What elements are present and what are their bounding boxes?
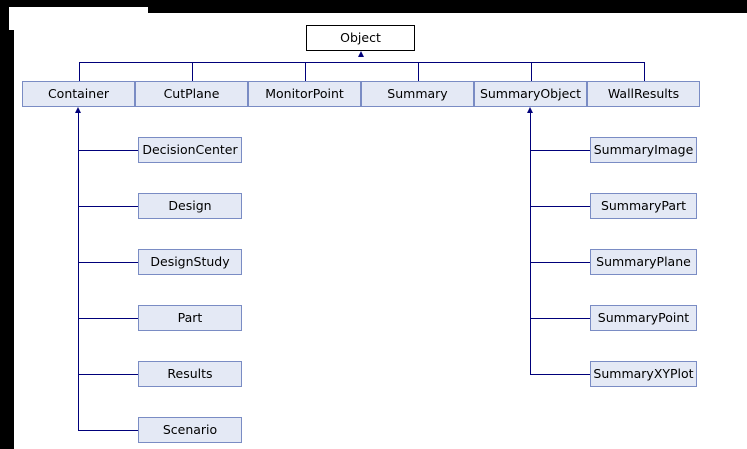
- edge-branch-decisioncenter: [78, 150, 138, 151]
- edge-object-bus: [79, 62, 644, 63]
- edge-drop-summary: [418, 62, 419, 81]
- edge-drop-summaryobject: [531, 62, 532, 81]
- class-node-summary[interactable]: Summary: [361, 81, 474, 107]
- edge-branch-summarypart: [530, 206, 590, 207]
- edge-drop-cutplane: [192, 62, 193, 81]
- class-node-results[interactable]: Results: [138, 361, 242, 387]
- edge-branch-part: [78, 318, 138, 319]
- class-node-decisioncenter[interactable]: DecisionCenter: [138, 137, 242, 163]
- edge-branch-summarypoint: [530, 318, 590, 319]
- edge-branch-summaryxyplot: [530, 374, 590, 375]
- class-node-designstudy[interactable]: DesignStudy: [138, 249, 242, 275]
- edge-branch-scenario: [78, 430, 138, 431]
- crop-edge-left-upper: [0, 0, 9, 38]
- class-node-scenario[interactable]: Scenario: [138, 417, 242, 443]
- class-node-summaryplane[interactable]: SummaryPlane: [590, 249, 697, 275]
- crop-edge-top-right: [148, 0, 747, 13]
- edge-spine-summaryobject: [530, 112, 531, 375]
- class-node-summaryobject[interactable]: SummaryObject: [474, 81, 587, 107]
- class-node-monitorpoint[interactable]: MonitorPoint: [248, 81, 361, 107]
- arrowhead-container: [75, 107, 81, 113]
- edge-branch-summaryimage: [530, 150, 590, 151]
- class-node-summaryimage[interactable]: SummaryImage: [590, 137, 697, 163]
- edge-spine-container: [78, 112, 79, 431]
- arrowhead-object: [358, 51, 364, 57]
- class-node-summarypart[interactable]: SummaryPart: [590, 193, 697, 219]
- crop-edge-left: [0, 30, 14, 449]
- edge-drop-wallresults: [644, 62, 645, 81]
- class-node-cutplane[interactable]: CutPlane: [135, 81, 248, 107]
- edge-drop-monitorpoint: [305, 62, 306, 81]
- edge-drop-container: [79, 62, 80, 81]
- arrowhead-summaryobject: [527, 107, 533, 113]
- edge-branch-design: [78, 206, 138, 207]
- edge-branch-summaryplane: [530, 262, 590, 263]
- class-node-summaryxyplot[interactable]: SummaryXYPlot: [590, 361, 697, 387]
- edge-branch-designstudy: [78, 262, 138, 263]
- edge-branch-results: [78, 374, 138, 375]
- class-node-object[interactable]: Object: [306, 25, 415, 51]
- class-node-part[interactable]: Part: [138, 305, 242, 331]
- class-node-summarypoint[interactable]: SummaryPoint: [590, 305, 697, 331]
- class-node-design[interactable]: Design: [138, 193, 242, 219]
- class-node-wallresults[interactable]: WallResults: [587, 81, 700, 107]
- class-node-container[interactable]: Container: [22, 81, 135, 107]
